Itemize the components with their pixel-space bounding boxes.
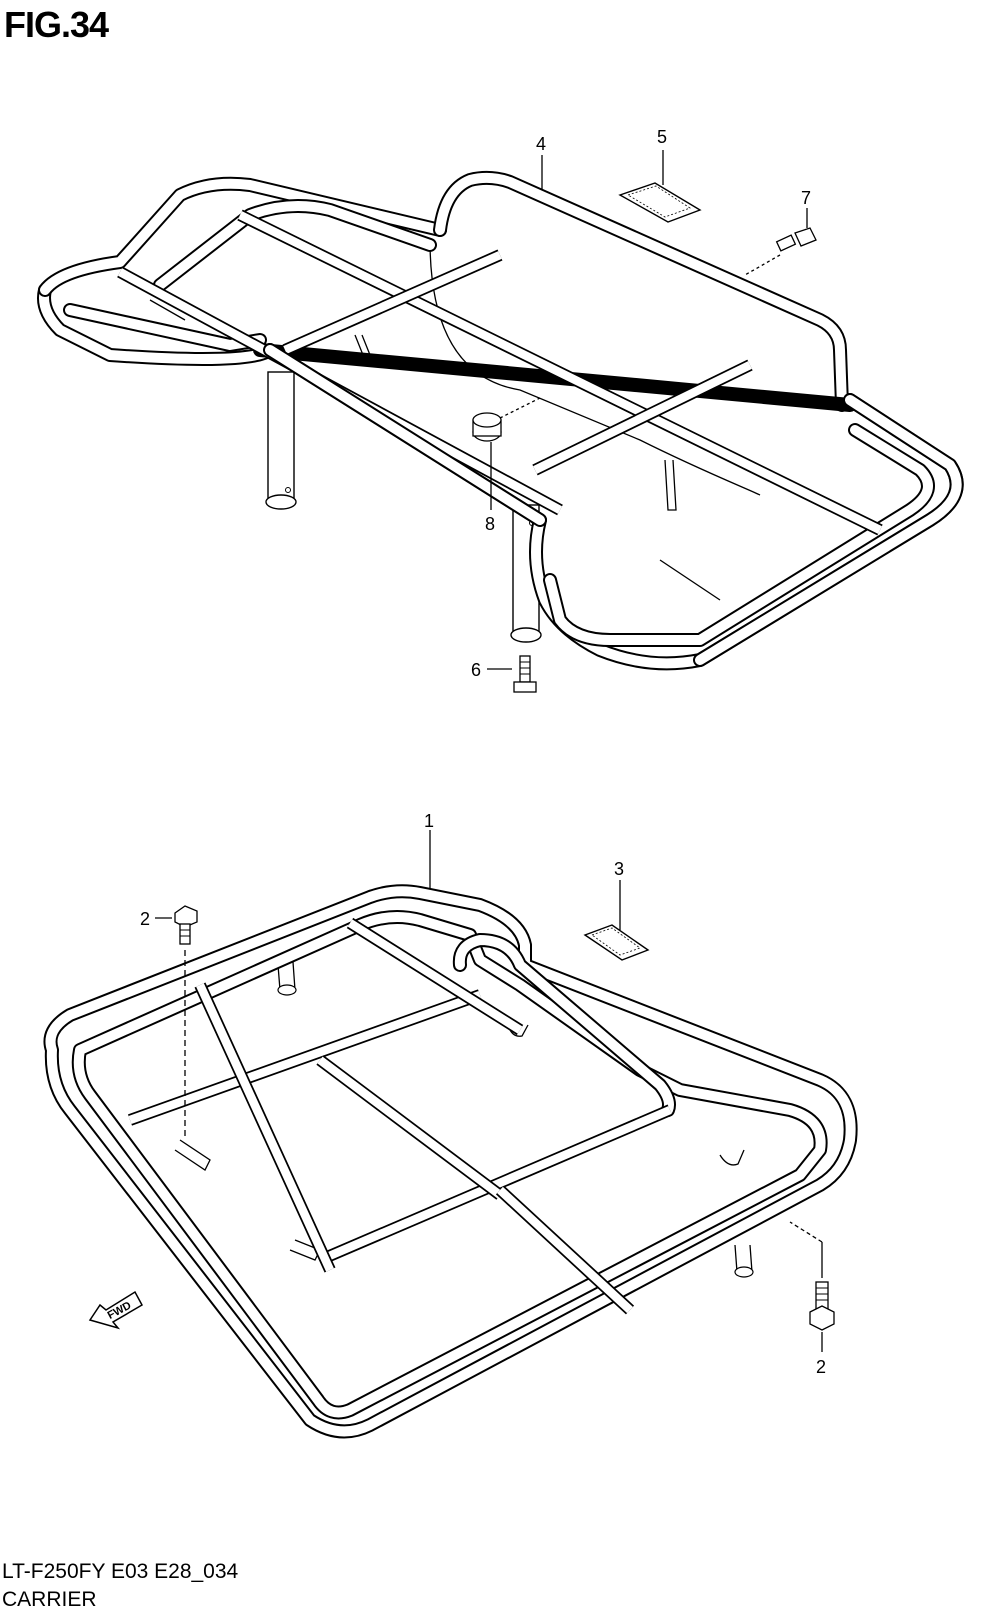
drawing-code: LT-F250FY E03 E28_034 xyxy=(2,1560,239,1583)
part-8-nut xyxy=(472,412,502,442)
callout-3: 3 xyxy=(614,859,624,879)
part-5-reflector xyxy=(618,182,702,223)
part-7-bolt xyxy=(775,227,817,252)
callout-8: 8 xyxy=(485,514,495,534)
callout-5: 5 xyxy=(657,127,667,147)
figure-title: FIG.34 xyxy=(4,4,109,45)
callout-1: 1 xyxy=(424,811,434,831)
part-3-reflector xyxy=(583,924,650,961)
callout-4: 4 xyxy=(536,134,546,154)
part-2-bolt-left xyxy=(174,905,198,945)
part-6-bolt xyxy=(513,655,537,693)
rear-carrier-left-leg xyxy=(265,371,297,510)
callout-2-right: 2 xyxy=(816,1357,826,1377)
part-2-bolt-right xyxy=(809,1281,835,1331)
callout-7: 7 xyxy=(801,188,811,208)
rear-carrier-drawing xyxy=(37,170,964,671)
front-carrier-drawing xyxy=(43,884,858,1439)
callout-2-left: 2 xyxy=(140,909,150,929)
drawing-name: CARRIER xyxy=(2,1588,97,1611)
fwd-arrow-icon: FWD xyxy=(88,1290,144,1330)
callout-6: 6 xyxy=(471,660,481,680)
